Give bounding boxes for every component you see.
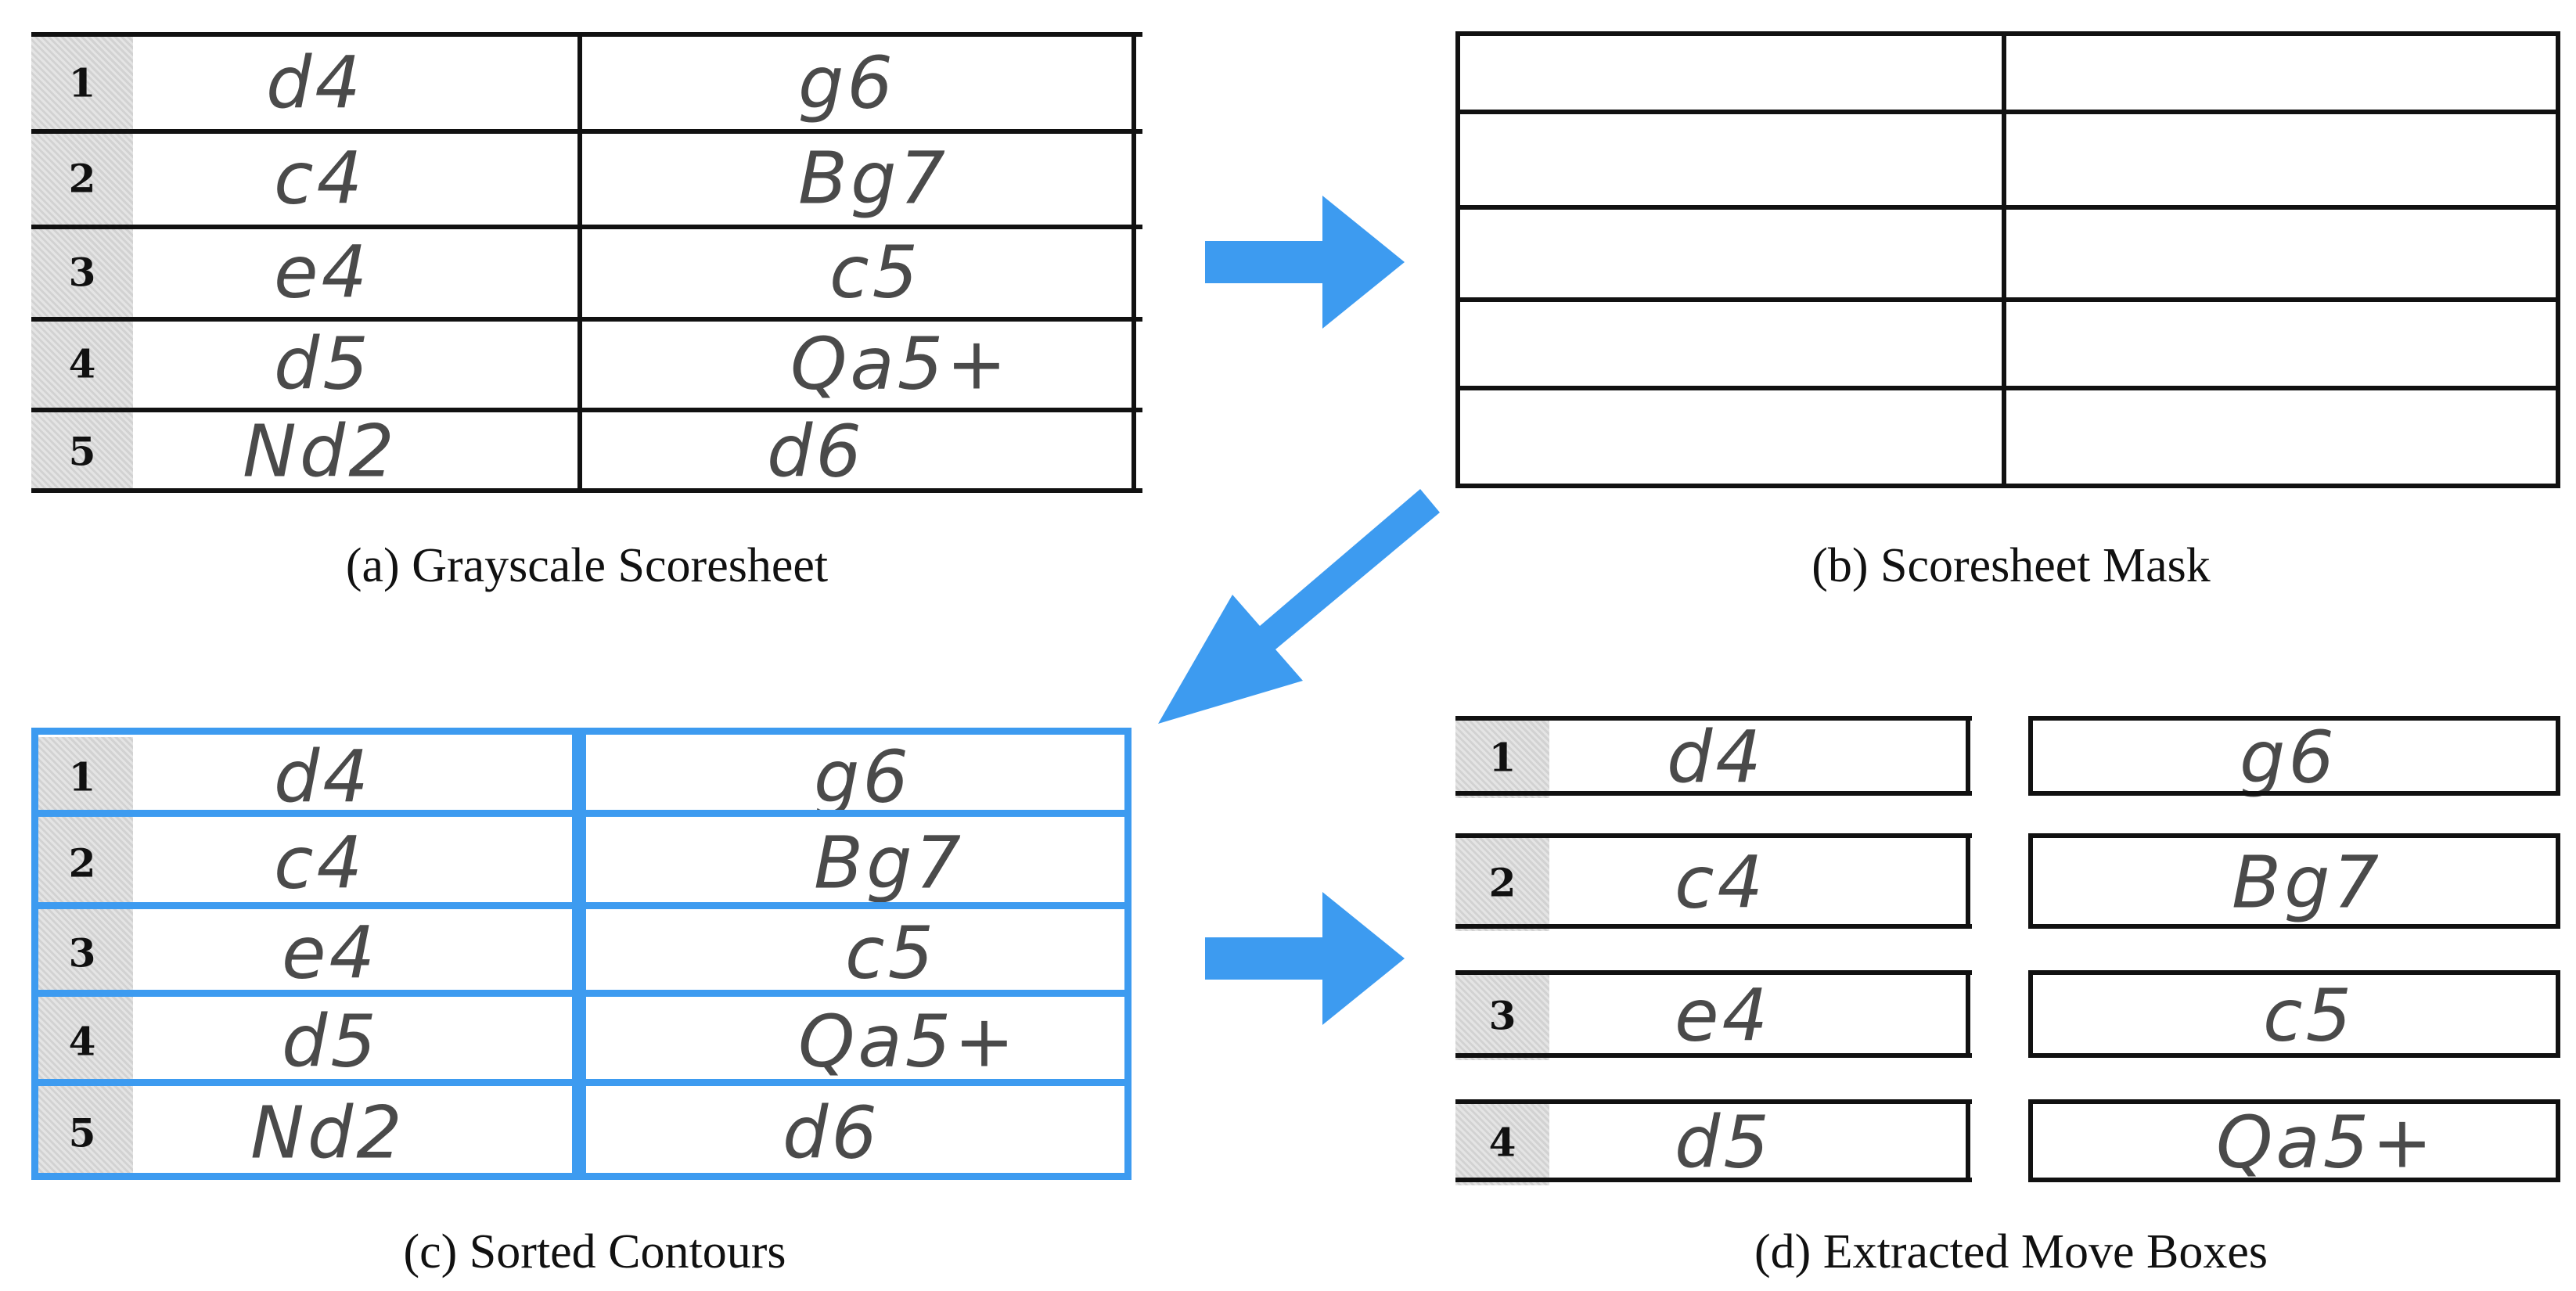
contour-box: [579, 728, 1131, 817]
white-move: c4: [1675, 840, 1767, 924]
grayscale-sheet: 1 d4 g6 2 c4 Bg7 3 e4 c5 4 d5 Qa5+ 5 Nd2…: [31, 27, 1142, 493]
move-number: 2: [68, 840, 96, 886]
move-number-cell: [31, 318, 133, 409]
black-move: c5: [845, 911, 937, 995]
move-number-cell: [31, 997, 133, 1086]
extracted-white-box: 1 d4: [1455, 715, 1972, 799]
panel-extracted-move-boxes: 1 d4 g6 2 c4 Bg7 3 e4 c5: [1455, 712, 2567, 1189]
white-move: Nd2: [243, 409, 398, 493]
move-number: 1: [1488, 734, 1516, 780]
arrow-right-icon: [1205, 196, 1405, 329]
white-move: d5: [282, 999, 380, 1084]
move-number: 3: [68, 930, 96, 976]
move-number-cell: [31, 131, 133, 226]
move-number: 3: [1488, 992, 1516, 1038]
move-number: 1: [68, 753, 96, 800]
move-number-cell: [31, 817, 133, 909]
white-move: d4: [274, 735, 372, 819]
move-number-cell: [31, 909, 133, 997]
move-number-cell: [31, 1086, 133, 1180]
white-move: e4: [282, 911, 379, 995]
black-move: Bg7: [814, 821, 965, 905]
extracted-black-box: Bg7: [2028, 833, 2560, 931]
contour-box: [31, 728, 579, 817]
extracted-white-box: 4 d5: [1455, 1099, 1972, 1185]
move-number: 1: [68, 59, 96, 106]
table-row: 3 e4 c5: [31, 226, 1142, 318]
move-number-cell: [31, 35, 133, 131]
white-move: d5: [1675, 1100, 1772, 1185]
black-move: c5: [2263, 973, 2355, 1057]
extracted-white-box: 2 c4: [1455, 833, 1972, 931]
contour-box: [31, 902, 579, 997]
move-number-cell: [31, 737, 133, 817]
caption-d: (d) Extracted Move Boxes: [1754, 1225, 2268, 1278]
black-move: Bg7: [798, 136, 949, 221]
caption-b: (b) Scoresheet Mask: [1811, 539, 2211, 592]
table-row: 5 Nd2 d6: [31, 1086, 1142, 1180]
move-number-cell: [31, 226, 133, 318]
table-row: 5 Nd2 d6: [31, 409, 1142, 493]
extracted-black-box: c5: [2028, 970, 2560, 1060]
table-row: 2 c4 Bg7: [31, 817, 1142, 909]
contour-box: [31, 810, 579, 909]
extracted-black-box: g6: [2028, 715, 2560, 799]
table-row: 3 e4 c5: [31, 909, 1142, 997]
white-move: d4: [1667, 715, 1765, 799]
table-row: 4 d5 Qa5+: [31, 318, 1142, 409]
black-move: Bg7: [2232, 840, 2383, 924]
white-move: c4: [274, 136, 366, 221]
black-move: d6: [767, 409, 865, 493]
move-number: 4: [68, 340, 96, 387]
contour-sheet: 1 d4 g6 2 c4 Bg7 3 e4 c5 4 d5 Qa5+ 5 Nd2…: [31, 728, 1142, 1189]
contour-box: [31, 990, 579, 1086]
arrow-down-left-icon: [1158, 489, 1440, 724]
black-move: g6: [814, 735, 912, 819]
move-number: 2: [1488, 859, 1516, 905]
white-move: e4: [1675, 973, 1772, 1057]
black-move: Qa5+: [790, 322, 1010, 406]
table-row: 2 c4 Bg7: [31, 131, 1142, 226]
move-number: 4: [1488, 1119, 1516, 1166]
caption-a: (a) Grayscale Scoresheet: [345, 539, 829, 592]
black-move: g6: [2240, 715, 2337, 799]
panel-scoresheet-mask: [1455, 31, 2567, 497]
contour-box: [31, 1079, 579, 1180]
white-move: c4: [274, 821, 366, 905]
black-move: c5: [829, 230, 922, 315]
table-row: 1 d4 g6: [31, 35, 1142, 131]
black-move: d6: [783, 1091, 880, 1175]
white-move: e4: [274, 230, 371, 315]
black-move: g6: [798, 41, 896, 125]
caption-c: (c) Sorted Contours: [403, 1225, 786, 1278]
panel-sorted-contours: 1 d4 g6 2 c4 Bg7 3 e4 c5 4 d5 Qa5+ 5 Nd2…: [31, 728, 1142, 1189]
move-number: 5: [68, 1109, 96, 1156]
black-move: Qa5+: [2216, 1100, 2436, 1185]
extracted-white-box: 3 e4: [1455, 970, 1972, 1060]
arrow-right-icon: [1205, 892, 1405, 1025]
move-number: 2: [68, 155, 96, 202]
contour-box: [579, 902, 1131, 997]
black-move: Qa5+: [798, 999, 1018, 1084]
extracted-black-box: Qa5+: [2028, 1099, 2560, 1185]
contour-box: [579, 810, 1131, 909]
white-move: d4: [266, 41, 364, 125]
contour-box: [579, 990, 1131, 1086]
move-number: 5: [68, 428, 96, 474]
white-move: d5: [274, 322, 372, 406]
move-number: 4: [68, 1018, 96, 1065]
table-row: 4 d5 Qa5+: [31, 997, 1142, 1086]
move-number-cell: [31, 409, 133, 493]
table-row: 1 d4 g6: [31, 735, 1142, 819]
move-number: 3: [68, 249, 96, 296]
white-move: Nd2: [250, 1091, 405, 1175]
contour-box: [579, 1079, 1131, 1180]
panel-grayscale-scoresheet: 1 d4 g6 2 c4 Bg7 3 e4 c5 4 d5 Qa5+ 5 Nd2…: [31, 27, 1142, 493]
